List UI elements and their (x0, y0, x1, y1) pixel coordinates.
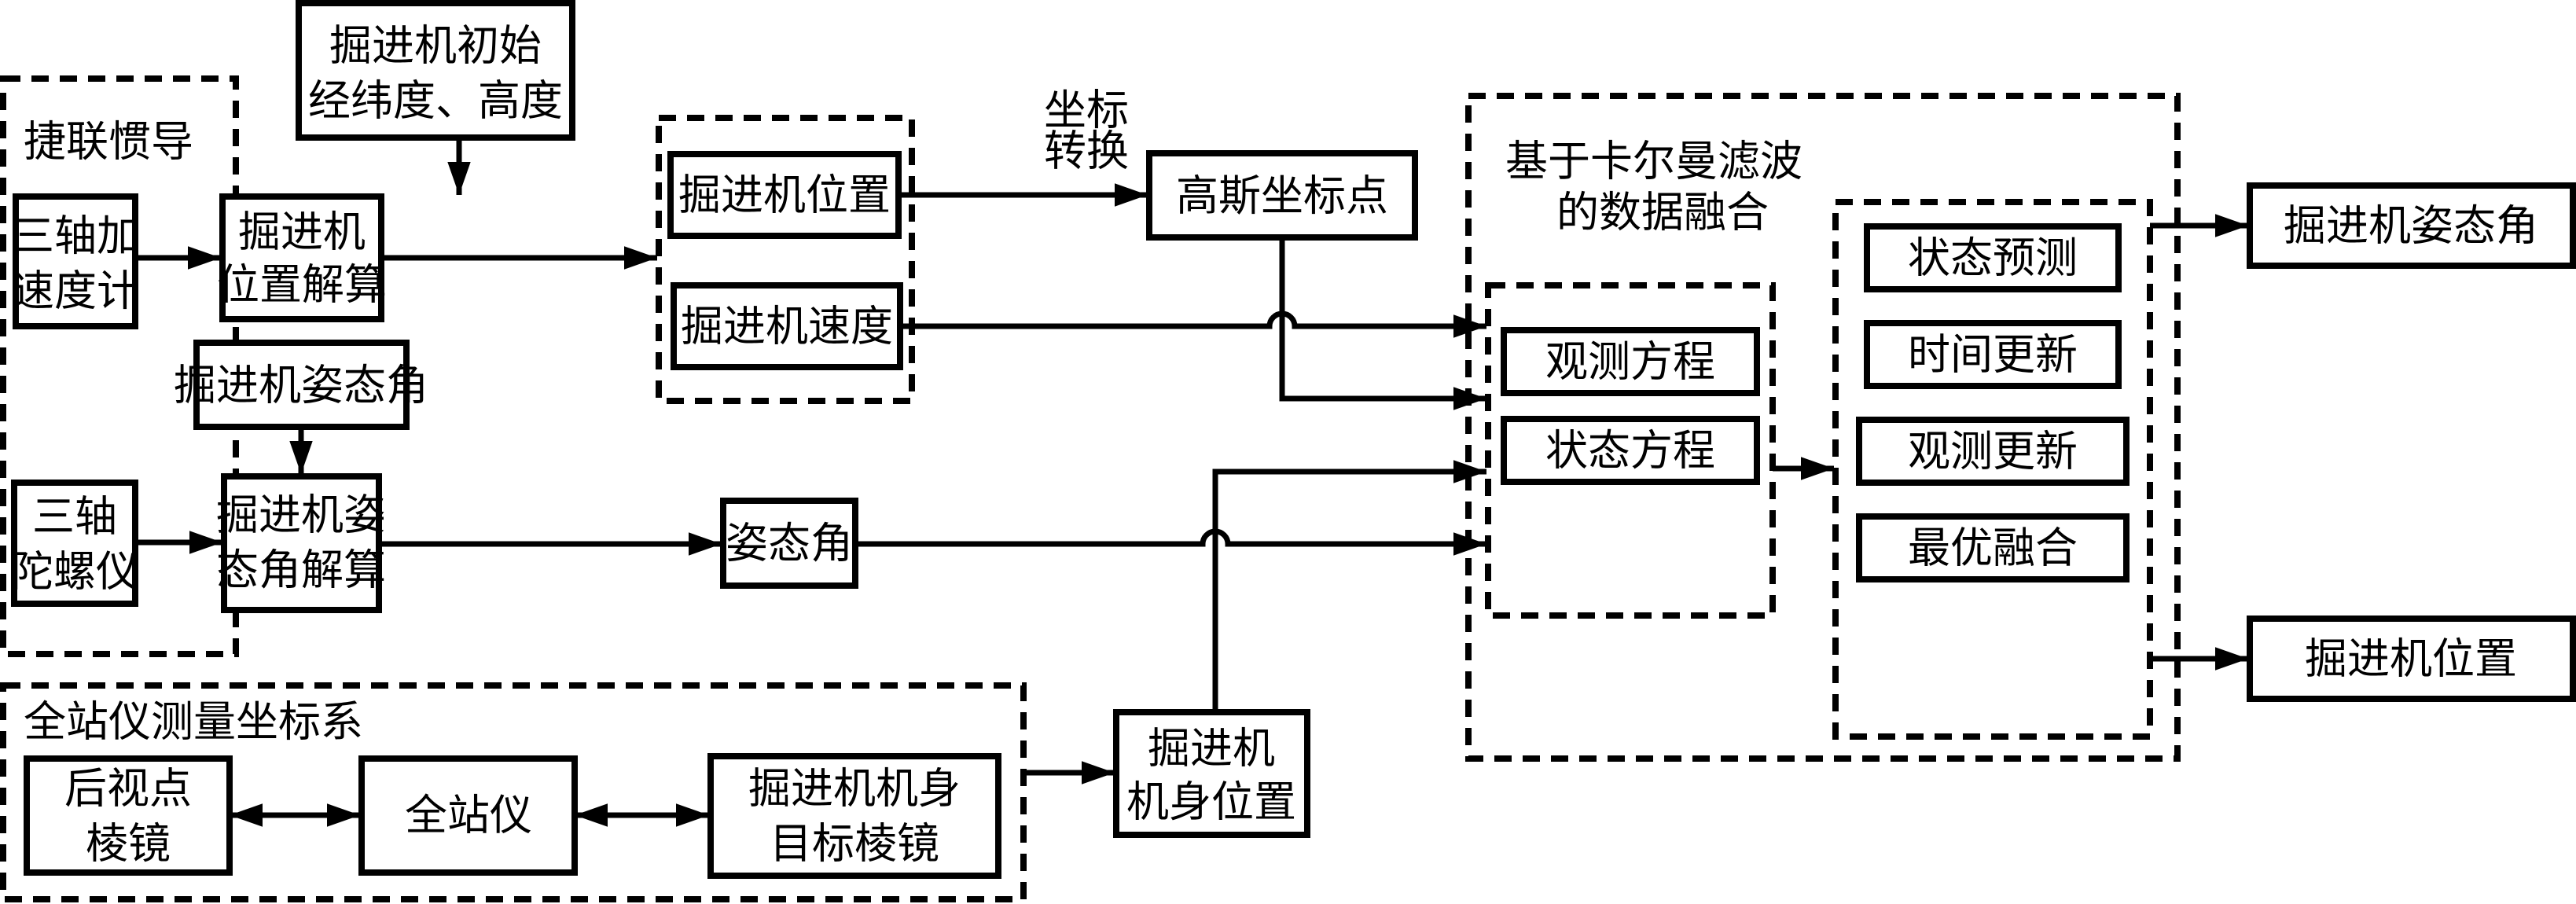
svg-text:高斯坐标点: 高斯坐标点 (1176, 171, 1388, 221)
svg-text:态角解算: 态角解算 (216, 546, 386, 595)
edge-velocity-to-equations (900, 311, 1486, 338)
svg-text:后视点: 后视点 (64, 764, 192, 814)
node-time-update: 时间更新 (1864, 320, 2122, 389)
svg-text:状态方程: 状态方程 (1545, 426, 1715, 476)
node-observation-update: 观测更新 (1856, 417, 2130, 486)
svg-text:掘进机: 掘进机 (238, 208, 366, 257)
svg-text:掘进机速度: 掘进机速度 (681, 302, 893, 351)
svg-text:观测方程: 观测方程 (1545, 337, 1715, 387)
svg-text:三轴: 三轴 (32, 492, 117, 542)
node-attitude-solve: 掘进机姿 态角解算 (216, 473, 386, 613)
svg-text:棱镜: 棱镜 (86, 819, 171, 869)
group-kalman (1465, 93, 2181, 762)
node-output-attitude: 掘进机姿态角 (2247, 182, 2576, 269)
svg-text:最优融合: 最优融合 (1908, 524, 2078, 573)
group-kalman-title-line1: 基于卡尔曼滤波 (1505, 137, 1802, 186)
edge-body-position-to-equations (1212, 460, 1486, 712)
svg-text:三轴加: 三轴加 (12, 211, 139, 261)
node-machine-velocity: 掘进机速度 (671, 282, 903, 370)
edge-label-coord-transform-1: 坐标 (1044, 86, 1129, 135)
node-total-station: 全站仪 (358, 755, 578, 876)
group-total-station-frame-title: 全站仪测量坐标系 (24, 697, 363, 747)
svg-text:目标棱镜: 目标棱镜 (770, 819, 939, 869)
node-body-position: 掘进机 机身位置 (1113, 709, 1310, 838)
node-output-position: 掘进机位置 (2247, 616, 2576, 702)
node-machine-position: 掘进机位置 (667, 151, 902, 239)
edge-label-coord-transform-2: 转换 (1044, 127, 1129, 176)
node-attitude-input: 掘进机姿态角 (174, 340, 428, 430)
node-gyroscope: 三轴 陀螺仪 (11, 480, 138, 607)
node-state-prediction: 状态预测 (1864, 223, 2122, 292)
group-position-velocity (656, 115, 915, 404)
svg-text:时间更新: 时间更新 (1908, 330, 2078, 380)
svg-text:机身位置: 机身位置 (1126, 777, 1296, 827)
svg-text:速度计: 速度计 (12, 266, 139, 316)
group-filter-steps (1832, 199, 2153, 740)
svg-text:位置解算: 位置解算 (217, 260, 387, 310)
node-position-solve: 掘进机 位置解算 (217, 193, 387, 322)
group-kalman-title-line2: 的数据融合 (1556, 188, 1769, 237)
node-optimal-fusion: 最优融合 (1856, 513, 2130, 582)
svg-text:全站仪: 全站仪 (405, 791, 532, 840)
svg-text:陀螺仪: 陀螺仪 (11, 547, 138, 597)
node-gauss-point: 高斯坐标点 (1146, 150, 1418, 241)
edge-gauss-to-observation (1279, 237, 1486, 410)
node-observation-equation: 观测方程 (1501, 327, 1760, 396)
node-body-prism: 掘进机机身 目标棱镜 (707, 753, 1001, 879)
svg-text:状态预测: 状态预测 (1908, 233, 2078, 283)
node-backsight-prism: 后视点 棱镜 (24, 755, 233, 876)
svg-text:掘进机位置: 掘进机位置 (678, 171, 891, 220)
svg-text:掘进机姿态角: 掘进机姿态角 (174, 361, 428, 410)
svg-text:经纬度、高度: 经纬度、高度 (308, 76, 563, 126)
svg-text:姿态角: 姿态角 (726, 519, 853, 568)
svg-text:掘进机: 掘进机 (1148, 724, 1275, 774)
svg-text:掘进机机身: 掘进机机身 (748, 764, 961, 814)
svg-text:掘进机位置: 掘进机位置 (2305, 634, 2517, 684)
svg-text:掘进机姿: 掘进机姿 (216, 491, 386, 540)
svg-text:掘进机初始: 掘进机初始 (329, 21, 542, 71)
svg-text:观测更新: 观测更新 (1908, 427, 2078, 476)
group-equations (1485, 282, 1776, 619)
group-total-station-frame (0, 682, 1027, 902)
node-state-equation: 状态方程 (1501, 416, 1760, 485)
svg-text:掘进机姿态角: 掘进机姿态角 (2284, 201, 2538, 251)
node-initial-coords: 掘进机初始 经纬度、高度 (296, 0, 575, 141)
node-attitude-angle: 姿态角 (720, 498, 858, 589)
edge-attitude-angle-to-state (855, 528, 1486, 556)
group-sins-title: 捷联惯导 (24, 117, 193, 167)
node-accelerometer: 三轴加 速度计 (12, 193, 139, 329)
